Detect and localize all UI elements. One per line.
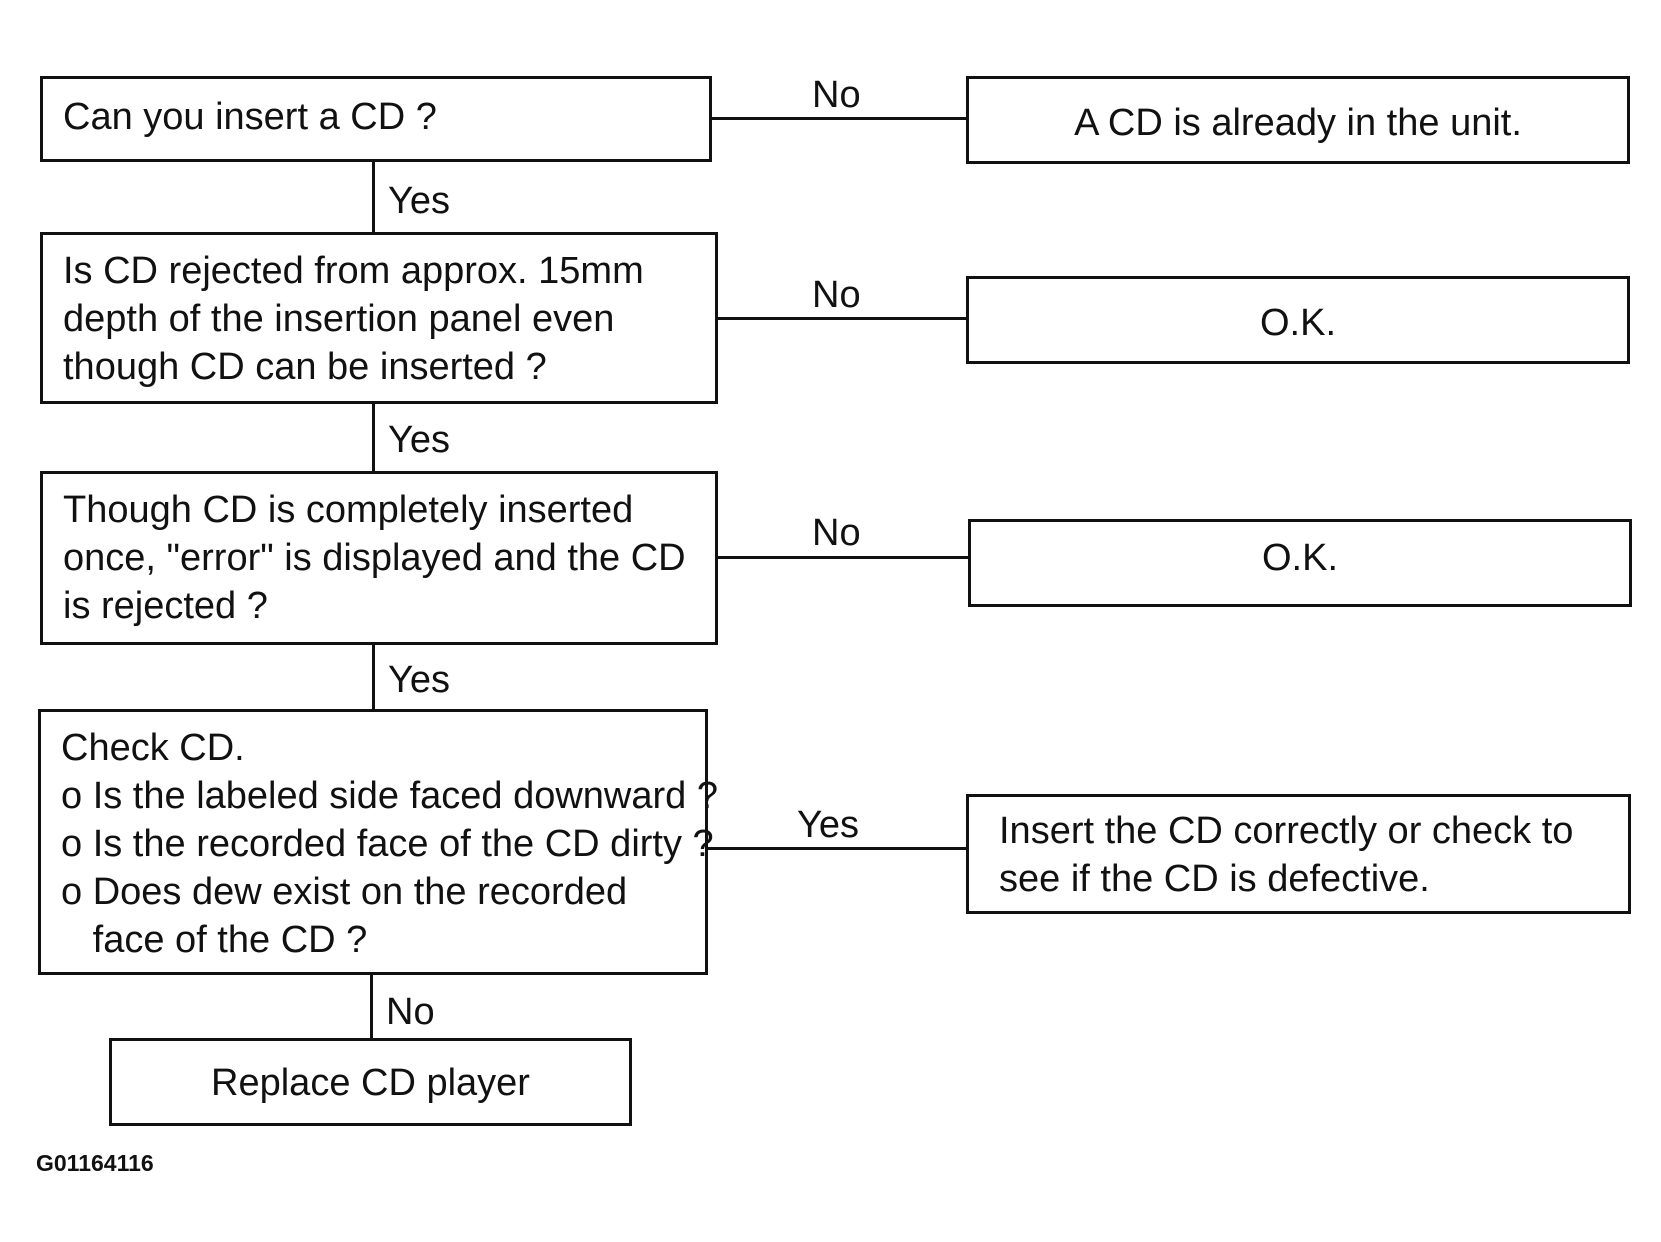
decision-text-line: once, "error" is displayed and the CD — [63, 537, 686, 579]
connector-q4-r5 — [370, 974, 373, 1040]
result-text: O.K. — [1261, 537, 1339, 579]
result-text: Replace CD player — [211, 1062, 530, 1104]
connector-q2-r2 — [718, 317, 968, 320]
connector-q1-r1 — [712, 117, 968, 120]
decision-text-line: o Does dew exist on the recorded — [61, 871, 628, 913]
decision-text-line: though CD can be inserted ? — [63, 346, 547, 388]
result-text: A CD is already in the unit. — [1074, 102, 1522, 144]
decision-text-line: Is CD rejected from approx. 15mm — [63, 250, 644, 292]
edge-label-q4-no: No — [386, 991, 435, 1033]
result-box-insert-correctly: Insert the CD correctly or check to see … — [966, 794, 1631, 914]
connector-q3-q4 — [372, 645, 375, 711]
decision-text: Can you insert a CD ? — [63, 96, 437, 138]
result-box-cd-already-in-unit: A CD is already in the unit. — [966, 76, 1630, 164]
result-text-line: see if the CD is defective. — [999, 858, 1430, 900]
figure-code: G01164116 — [36, 1150, 154, 1176]
edge-label-q1-yes: Yes — [388, 180, 450, 222]
edge-label-q3-no: No — [812, 512, 861, 554]
result-box-replace-cd-player: Replace CD player — [109, 1038, 632, 1126]
connector-q2-q3 — [372, 403, 375, 473]
edge-label-q4-yes: Yes — [797, 804, 859, 846]
edge-label-q1-no: No — [812, 74, 861, 116]
result-text-line: Insert the CD correctly or check to — [999, 810, 1574, 852]
decision-box-error-displayed: Though CD is completely inserted once, "… — [40, 471, 718, 645]
decision-box-insert-cd: Can you insert a CD ? — [40, 76, 712, 162]
connector-q4-r4 — [708, 847, 968, 850]
decision-text-line: Check CD. — [61, 727, 245, 769]
decision-text-line: o Is the recorded face of the CD dirty ? — [61, 823, 714, 865]
edge-label-q3-yes: Yes — [388, 659, 450, 701]
decision-text-line: face of the CD ? — [61, 919, 368, 961]
result-box-ok-2: O.K. — [968, 519, 1632, 607]
decision-text-line: o Is the labeled side faced downward ? — [61, 775, 718, 817]
decision-text-line: depth of the insertion panel even — [63, 298, 615, 340]
decision-box-cd-rejected-15mm: Is CD rejected from approx. 15mm depth o… — [40, 232, 718, 404]
decision-text-line: Though CD is completely inserted — [63, 489, 634, 531]
decision-text-line: is rejected ? — [63, 585, 268, 627]
connector-q1-q2 — [372, 161, 375, 233]
edge-label-q2-no: No — [812, 274, 861, 316]
connector-q3-r3 — [718, 556, 970, 559]
edge-label-q2-yes: Yes — [388, 419, 450, 461]
decision-box-check-cd: Check CD. o Is the labeled side faced do… — [38, 709, 718, 975]
result-text: O.K. — [1259, 302, 1337, 344]
result-box-ok-1: O.K. — [966, 276, 1630, 364]
